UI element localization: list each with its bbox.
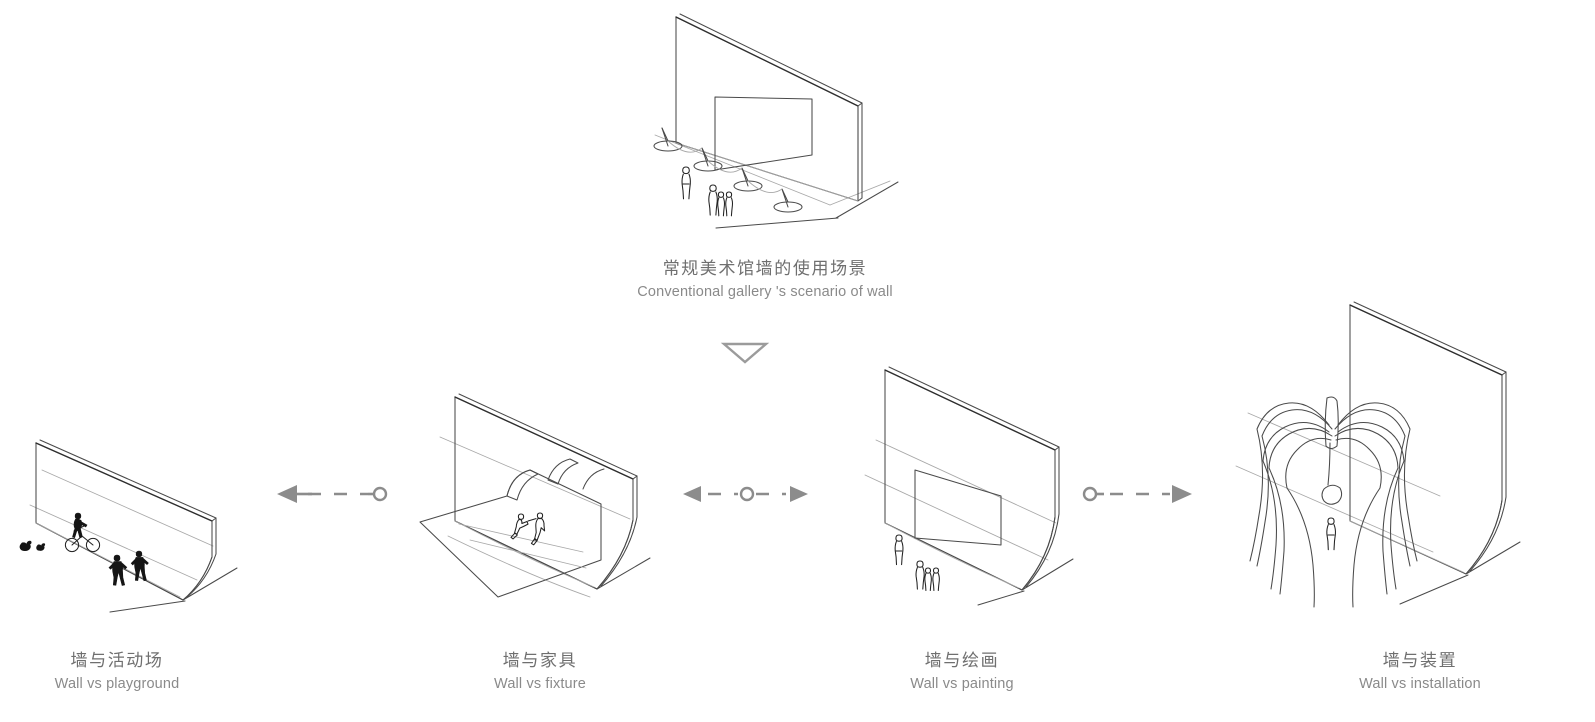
panel-caption-box-1: 墙与活动场 Wall vs playground bbox=[17, 650, 217, 693]
stanchion-barrier bbox=[653, 127, 803, 213]
panel-caption-fixture: 墙与家具 Wall vs fixture bbox=[440, 650, 640, 693]
panel-caption-installation: 墙与装置 Wall vs installation bbox=[1310, 650, 1530, 693]
playground-actors bbox=[19, 512, 149, 586]
ground-fixtures bbox=[419, 458, 605, 598]
panel-caption-en: Wall vs fixture bbox=[494, 675, 586, 692]
spider-sculpture bbox=[1249, 396, 1418, 608]
panel-caption-box-2: 墙与家具 Wall vs fixture bbox=[440, 650, 640, 693]
panel-playground-drawing bbox=[19, 439, 238, 613]
panel-caption-en: Wall vs installation bbox=[1359, 675, 1481, 692]
panel-caption-zh: 墙与活动场 bbox=[70, 651, 164, 670]
panel-caption-painting: 墙与绘画 Wall vs painting bbox=[862, 650, 1062, 693]
top-caption: 常规美术馆墙的使用场景 Conventional gallery 's scen… bbox=[565, 258, 965, 301]
seated-figures bbox=[510, 512, 546, 546]
connector-playground-fixture bbox=[277, 485, 388, 503]
panel-painting-drawing bbox=[864, 366, 1074, 606]
caret-down-icon bbox=[720, 342, 770, 364]
visitor-figures bbox=[681, 166, 734, 217]
panel-caption-zh: 墙与装置 bbox=[1382, 651, 1458, 670]
top-caption-en: Conventional gallery 's scenario of wall bbox=[637, 283, 893, 300]
top-scenario-drawing bbox=[653, 13, 899, 229]
connector-painting-installation bbox=[1082, 485, 1192, 503]
panel-caption-en: Wall vs playground bbox=[54, 675, 180, 692]
top-caption-box: 常规美术馆墙的使用场景 Conventional gallery 's scen… bbox=[565, 258, 965, 301]
panel-caption-box-3: 墙与绘画 Wall vs painting bbox=[862, 650, 1062, 693]
painting-viewers bbox=[894, 534, 940, 592]
connector-fixture-painting bbox=[683, 486, 808, 502]
panel-fixture-drawing bbox=[419, 393, 651, 598]
panel-caption-zh: 墙与绘画 bbox=[924, 651, 1000, 670]
panel-caption-box-4: 墙与装置 Wall vs installation bbox=[1310, 650, 1530, 693]
panel-caption-en: Wall vs painting bbox=[910, 675, 1014, 692]
top-caption-zh: 常规美术馆墙的使用场景 bbox=[662, 259, 868, 278]
installation-visitor bbox=[1326, 517, 1336, 551]
panel-installation-drawing bbox=[1235, 301, 1521, 608]
panel-caption-playground: 墙与活动场 Wall vs playground bbox=[17, 650, 217, 693]
panel-caption-zh: 墙与家具 bbox=[502, 651, 578, 670]
